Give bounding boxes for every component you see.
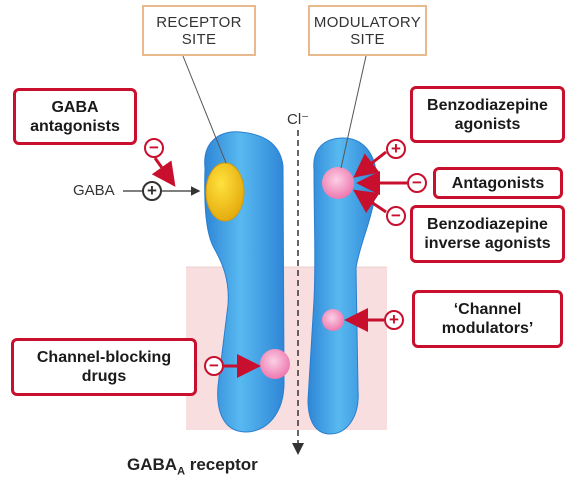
benzo-agonist-arrow [353,150,387,178]
channel-blocking-site [260,349,290,379]
modulatory-site-label: MODULATORY SITE [308,5,427,56]
inverse-agonists-label: Benzodiazepine inverse agonists [410,205,565,263]
receptor-site-pointer [182,55,227,164]
channel-blocking-drugs-label: Channel-blocking drugs [11,338,197,396]
gaba-antagonists-label: GABA antagonists [13,88,137,145]
gaba-ligand-label: GABA [73,182,115,199]
inverse-agonist-arrow [353,189,387,214]
channel-modulator-site [322,309,344,331]
benzodiazepine-binding-site [322,167,354,199]
gaba-binding-site [205,162,245,222]
inverse-agonists-minus-sign: − [386,206,406,226]
channel-blocking-minus-sign: − [204,356,224,376]
receptor-caption: GABAA receptor [127,455,258,477]
caption-main: GABA [127,455,178,474]
gaba-antagonist-arrow [151,157,176,187]
benzodiazepine-agonists-label: Benzodiazepine agonists [410,86,565,143]
antagonists-minus-sign: − [407,173,427,193]
channel-modulators-plus-sign: + [384,310,404,330]
receptor-site-label: RECEPTOR SITE [142,5,256,56]
modulatory-site-pointer [340,55,367,169]
benzodiazepine-agonists-plus-sign: + [386,139,406,159]
chloride-ion-label: Cl⁻ [287,111,310,128]
antagonists-label: Antagonists [433,167,563,199]
caption-suffix: receptor [185,455,258,474]
channel-modulators-label: ‘Channel modulators’ [412,290,563,348]
gaba-plus-sign: + [142,181,162,201]
caption-subscript: A [177,465,186,478]
gaba-antagonists-minus-sign: − [144,138,164,158]
